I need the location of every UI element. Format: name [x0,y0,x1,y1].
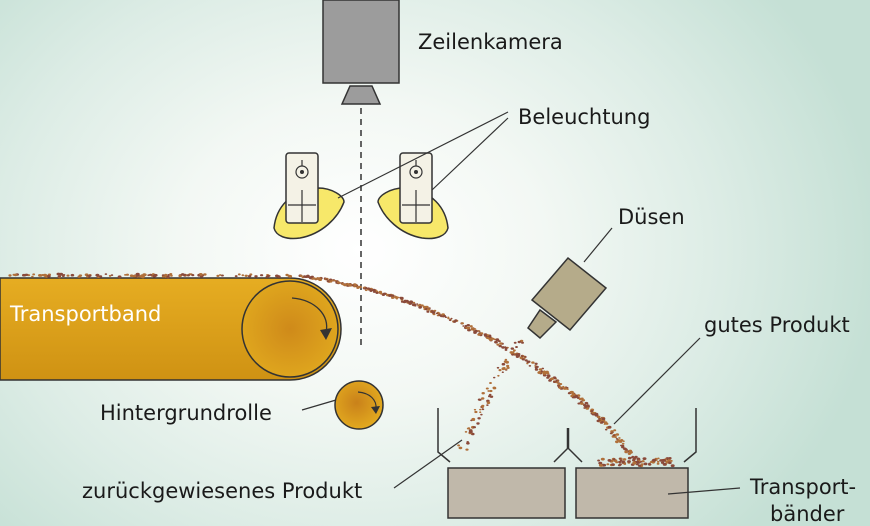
label-lighting: Beleuchtung [518,105,651,129]
nozzle [527,256,608,340]
conveyor-belt [0,277,342,381]
background-roller [334,380,384,430]
label-good-product: gutes Produkt [704,313,850,337]
bin-rejected [437,408,566,519]
bin-good [575,408,697,519]
transport-belts-leader [667,487,741,495]
bin-separator [553,428,583,463]
product-particles [8,272,675,468]
label-transport-belts-1: Transport- [750,475,857,499]
good-product-leader [613,337,701,425]
label-background-roller: Hintergrundrolle [100,401,272,425]
label-transport-belts-2: bänder [770,502,845,526]
roller-leader [301,399,337,411]
lighting-leader-2 [431,117,509,191]
label-camera: Zeilenkamera [418,30,563,54]
label-rejected-product: zurückgewiesenes Produkt [82,479,363,503]
lamp-left [273,152,345,240]
rejected-product-leader [393,439,463,489]
lighting-leader-1 [337,111,509,199]
label-nozzles: Düsen [618,205,685,229]
label-belt: Transportband [10,302,162,326]
nozzle-leader [583,227,613,263]
lamp-right [377,152,449,240]
line-camera [322,0,400,105]
